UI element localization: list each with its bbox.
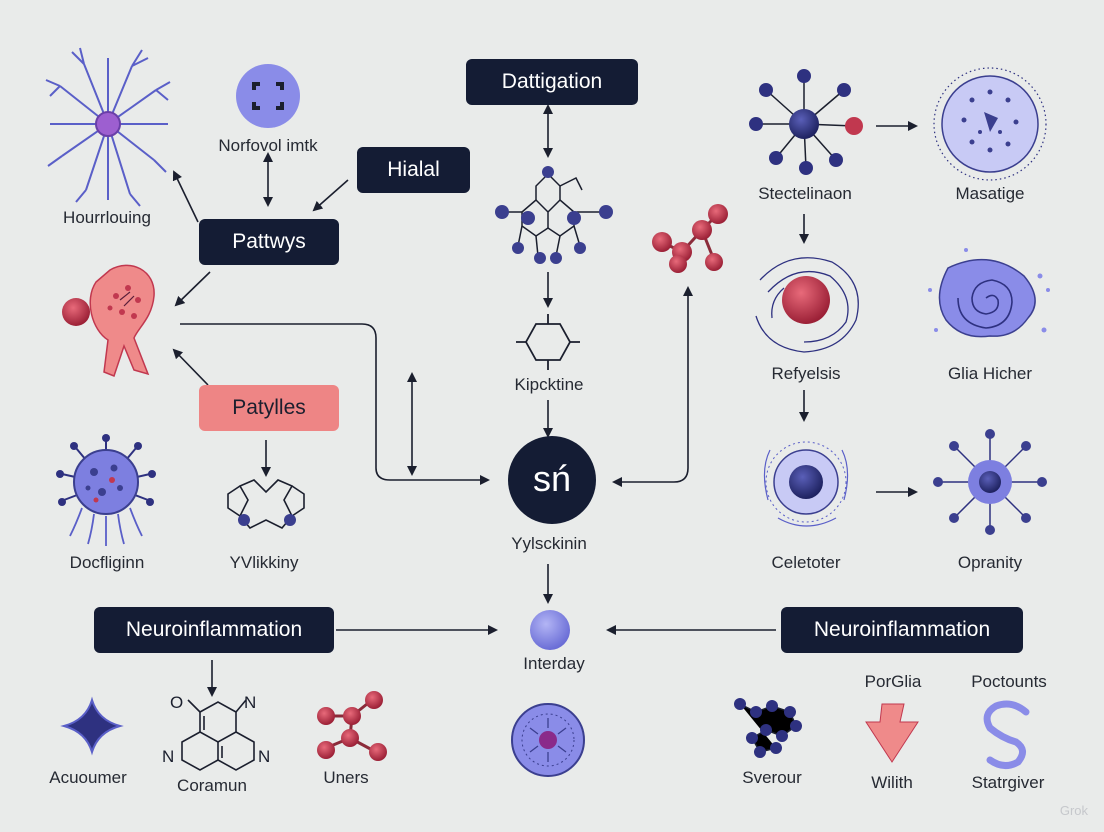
uners-label: Uners bbox=[323, 768, 369, 787]
pattwys-box: Pattwys bbox=[199, 219, 339, 265]
chemical-structure-icon bbox=[181, 699, 255, 771]
coramun-label: Coramun bbox=[177, 776, 247, 795]
refyelsis-label: Refyelsis bbox=[771, 364, 841, 383]
ring-molecule-icon bbox=[227, 479, 305, 529]
arrow-pattwys-to-cell bbox=[174, 271, 211, 307]
cross-star-icon bbox=[60, 696, 124, 756]
nucleus-cell-icon bbox=[763, 441, 849, 527]
hub-molecule-icon bbox=[749, 69, 863, 175]
patylles-box: Patylles bbox=[199, 385, 339, 431]
arrow-pattwys-to-neuron bbox=[172, 170, 199, 223]
atom-n-left: N bbox=[162, 747, 174, 766]
arrow-cell-to-center bbox=[180, 323, 490, 485]
wilith-label: Wilith bbox=[871, 773, 913, 792]
porglia-label: PorGlia bbox=[864, 672, 922, 691]
red-molecule-icon bbox=[652, 204, 728, 273]
atom-n-top: N bbox=[244, 693, 256, 712]
interday-sphere-icon bbox=[530, 610, 570, 650]
dotted-cell-icon bbox=[933, 67, 1047, 181]
docfliginn-label: Docfliginn bbox=[69, 553, 145, 572]
neuroinflammation-right-box: Neuroinflammation bbox=[781, 607, 1023, 653]
kipcktine-ring-icon bbox=[516, 314, 580, 370]
interday-label: Interday bbox=[523, 654, 585, 673]
uners-molecule-icon bbox=[317, 691, 387, 761]
radial-cell-icon bbox=[933, 429, 1047, 535]
sverour-molecule-icon bbox=[734, 698, 802, 758]
acuoumer-label: Acuoumer bbox=[49, 768, 127, 787]
celetoter-label: Celetoter bbox=[771, 553, 841, 572]
macrophage-cell-icon bbox=[62, 264, 155, 377]
atom-o: O bbox=[170, 693, 183, 712]
virus-cell-icon bbox=[56, 434, 156, 546]
atom-n-right: N bbox=[258, 747, 270, 766]
round-cell-icon bbox=[511, 703, 585, 777]
spiral-glia-icon bbox=[928, 248, 1050, 338]
yvlikkiny-label: YVlikkiny bbox=[229, 553, 299, 572]
poctounts-label: Poctounts bbox=[971, 672, 1047, 691]
norfovol-label: Norfovol imtk bbox=[218, 136, 318, 155]
hialal-box: Hialal bbox=[357, 147, 470, 193]
kipcktine-label: Kipcktine bbox=[514, 375, 584, 394]
statrgiver-label: Statrgiver bbox=[971, 773, 1045, 792]
dattigation-box: Dattigation bbox=[466, 59, 638, 105]
connectors bbox=[172, 104, 918, 697]
opranity-label: Opranity bbox=[957, 553, 1023, 572]
scan-icon bbox=[236, 64, 300, 128]
s-link-icon bbox=[983, 700, 1030, 769]
network-molecule-icon bbox=[495, 166, 613, 264]
sverour-label: Sverour bbox=[742, 768, 802, 787]
neuron-icon bbox=[45, 47, 171, 207]
pink-down-arrow-icon bbox=[865, 703, 919, 763]
center-node bbox=[508, 436, 596, 524]
yylsckinin-label: Yylsckinin bbox=[511, 534, 587, 553]
masatige-label: Masatige bbox=[955, 184, 1025, 203]
swirl-cell-icon bbox=[755, 257, 859, 353]
arrow-center-to-red-molecule bbox=[612, 286, 693, 487]
arrow-patylles-to-cell bbox=[172, 348, 209, 386]
center-node-label: sń bbox=[532, 458, 572, 499]
glia-hicher-label: Glia Hicher bbox=[947, 364, 1033, 383]
arrow-hialal-to-pattwys bbox=[312, 179, 349, 212]
neuroinflammation-left-box: Neuroinflammation bbox=[94, 607, 334, 653]
watermark: Grok bbox=[1059, 803, 1088, 818]
stectelinaon-label: Stectelinaon bbox=[758, 184, 852, 203]
hourrlouing-label: Hourrlouing bbox=[63, 208, 151, 227]
